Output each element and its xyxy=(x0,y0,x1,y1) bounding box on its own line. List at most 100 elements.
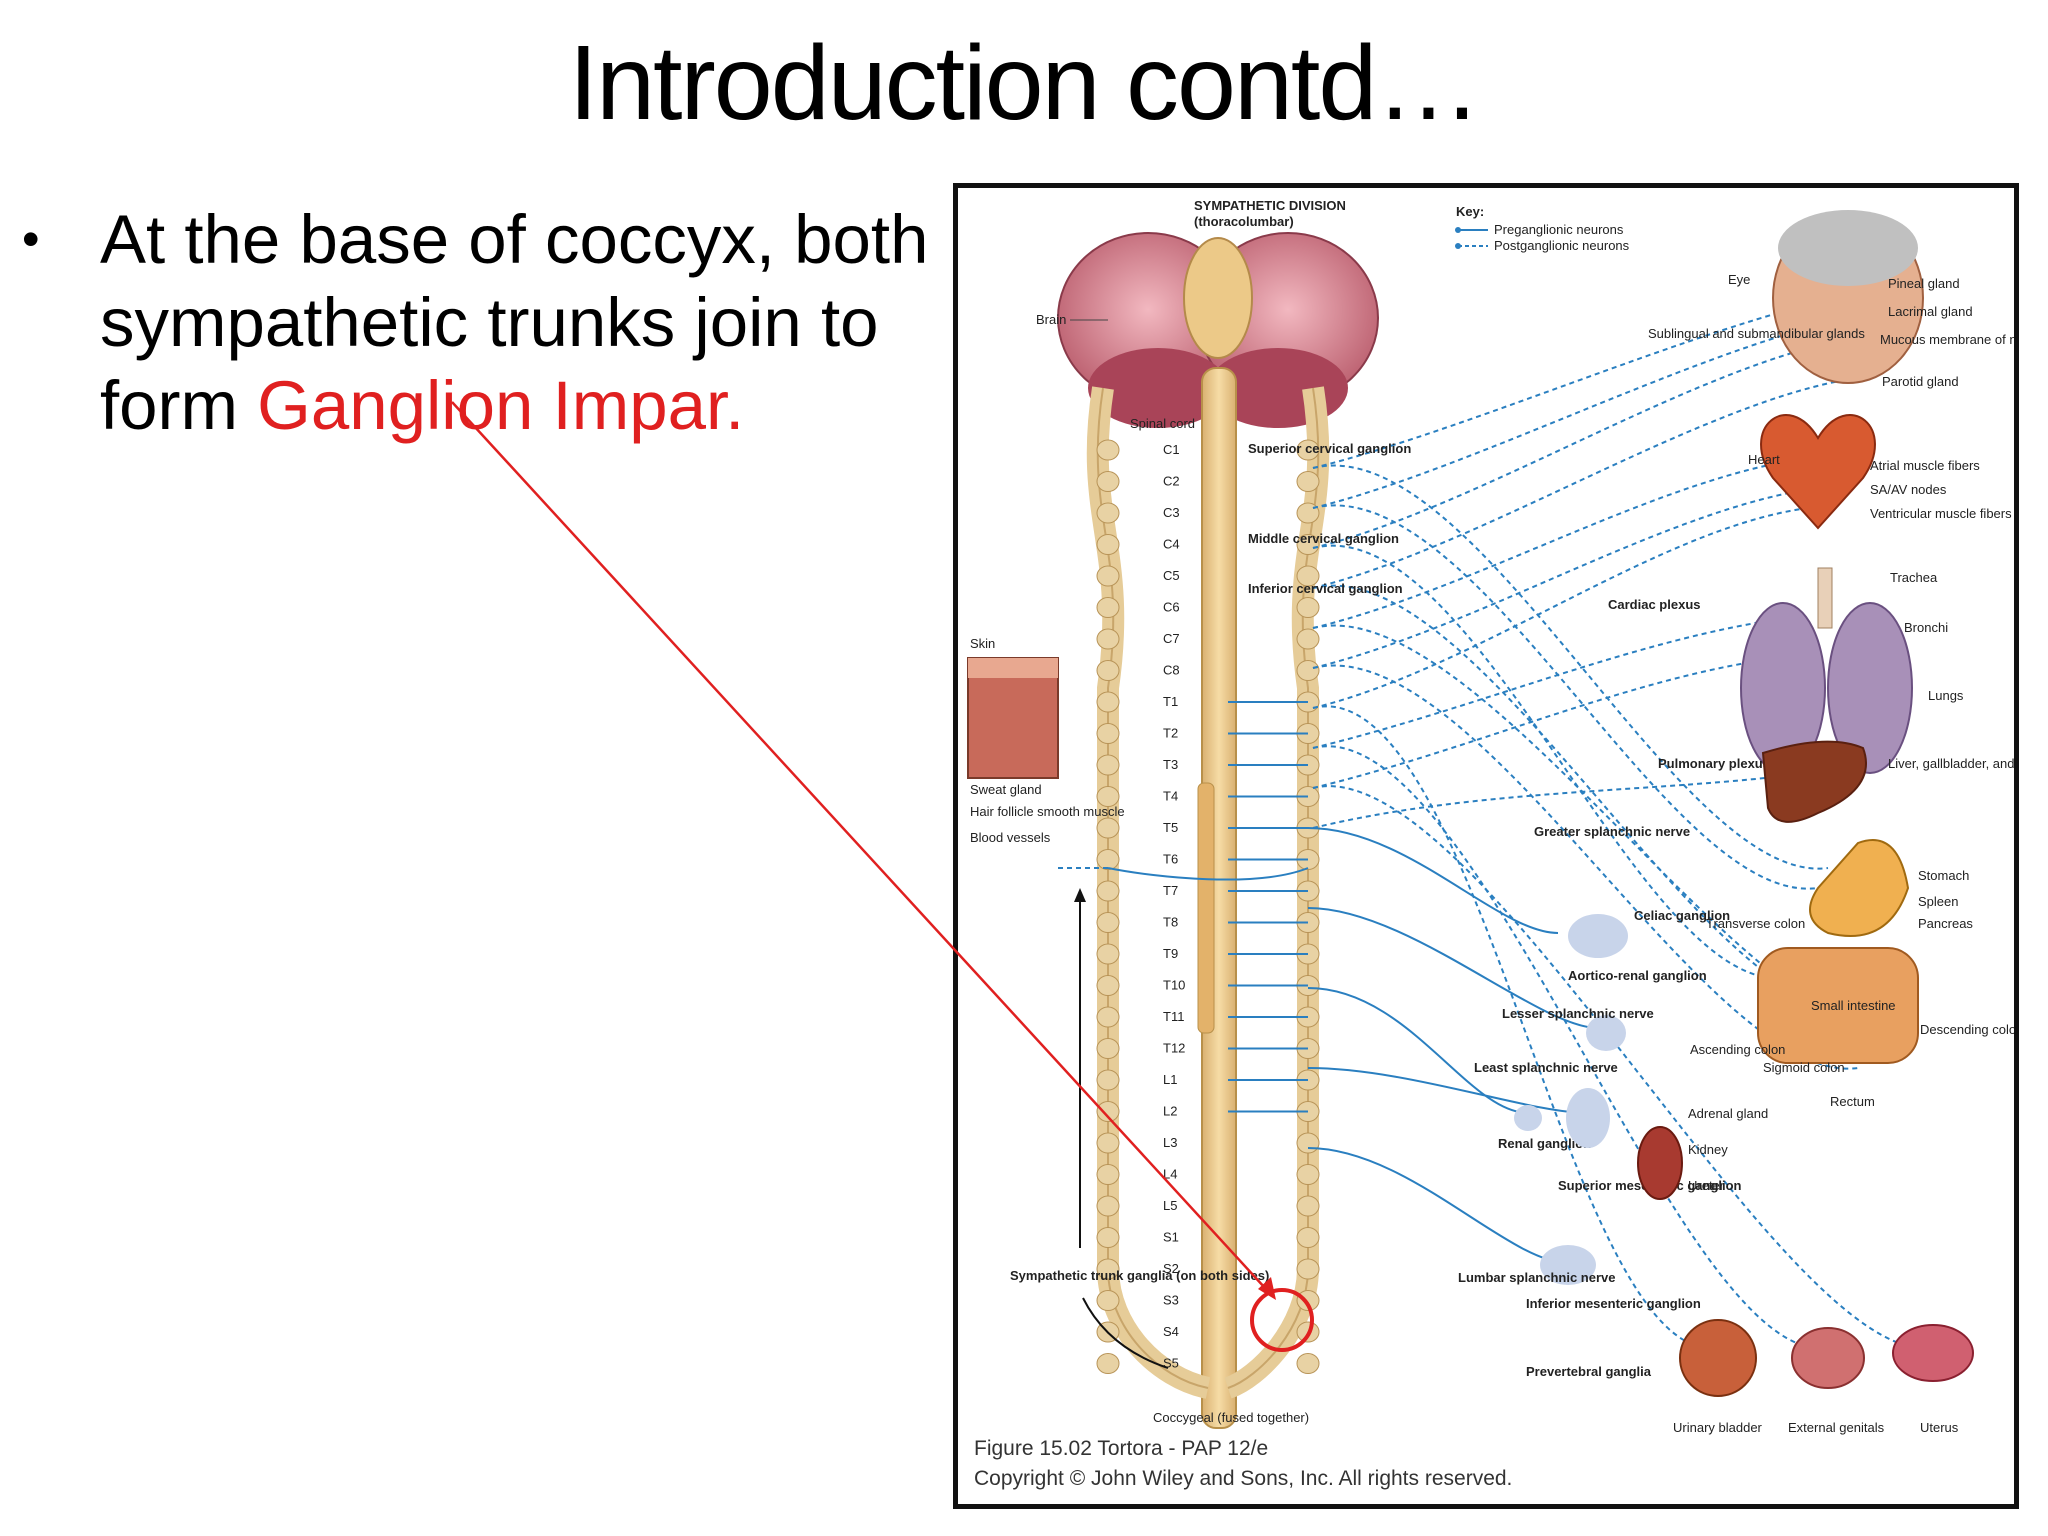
genitals-illustration xyxy=(1791,1327,1865,1389)
postganglionic-5 xyxy=(1312,487,1819,669)
trunk-ganglion-right-s1 xyxy=(1296,1227,1320,1248)
segment-label-c3: C3 xyxy=(1163,505,1180,520)
segment-label-l2: L2 xyxy=(1163,1104,1177,1119)
label-transverse-colon: Transverse colon xyxy=(1706,916,1805,931)
label-superior-cervical: Superior cervical ganglion xyxy=(1248,441,1411,456)
trunk-ganglion-right-c1 xyxy=(1296,439,1320,461)
segment-label-t10: T10 xyxy=(1163,978,1185,993)
figure-key: Key: Preganglionic neurons Postganglioni… xyxy=(1455,204,1630,253)
label-sweat-gland: Sweat gland xyxy=(970,782,1042,797)
label-heart: Heart xyxy=(1748,452,1780,467)
arrow-to-ganglia xyxy=(1082,1297,1169,1369)
skin-illustration xyxy=(967,657,1059,779)
postganglionic-7 xyxy=(1312,617,1789,749)
key-title: Key: xyxy=(1456,204,1484,219)
splanchnic-1 xyxy=(1307,907,1599,1029)
bullet-text: At the base of coccyx, both sympathetic … xyxy=(100,198,960,447)
label-adrenal: Adrenal gland xyxy=(1688,1106,1768,1121)
label-brain: Brain xyxy=(1036,312,1066,327)
segment-label-t9: T9 xyxy=(1163,946,1178,961)
segment-label-s3: S3 xyxy=(1163,1293,1179,1308)
arrowhead-up-trunk xyxy=(1074,888,1086,902)
lungs-illustration xyxy=(1740,567,1913,774)
figure-heading: SYMPATHETIC DIVISION xyxy=(1194,198,1346,213)
trunk-ganglion-right-c4 xyxy=(1296,534,1320,555)
label-coccygeal: Coccygeal (fused together) xyxy=(1153,1410,1309,1425)
postganglionic-18 xyxy=(1312,785,1934,1350)
segment-label-c7: C7 xyxy=(1163,631,1180,646)
segment-label-t2: T2 xyxy=(1163,726,1178,741)
trunk-ganglion-left-l2 xyxy=(1096,1101,1120,1122)
trunk-ganglion-left-c7 xyxy=(1096,628,1120,650)
label-kidney: Kidney xyxy=(1688,1142,1728,1157)
trunk-ganglion-right-c2 xyxy=(1296,471,1320,492)
label-atrial: Atrial muscle fibers xyxy=(1870,458,1980,473)
trunk-ganglion-right-s5 xyxy=(1296,1353,1320,1374)
label-sympathetic-trunk-ganglia: Sympathetic trunk ganglia (on both sides… xyxy=(1010,1268,1269,1283)
trunk-ganglion-left-l3 xyxy=(1096,1132,1120,1154)
trunk-ganglion-left-t6 xyxy=(1096,849,1120,870)
label-hair-follicle: Hair follicle smooth muscle xyxy=(970,804,1125,819)
slide-title: Introduction contd… xyxy=(568,24,1482,142)
trunk-ganglion-left-t2 xyxy=(1096,723,1120,744)
segment-label-c5: C5 xyxy=(1163,568,1180,583)
trunk-ganglion-right-c5 xyxy=(1296,565,1320,587)
trunk-ganglion-left-l4 xyxy=(1096,1164,1120,1185)
trunk-ganglion-left-s1 xyxy=(1096,1227,1120,1248)
caption-line-1: Figure 15.02 Tortora - PAP 12/e xyxy=(974,1437,1269,1460)
trunk-ganglion-left-c3 xyxy=(1096,502,1120,524)
figure-subheading: (thoracolumbar) xyxy=(1194,214,1294,229)
trunk-ganglion-right-s2 xyxy=(1296,1258,1320,1280)
caption-line-2: Copyright © John Wiley and Sons, Inc. Al… xyxy=(974,1467,1513,1490)
label-blood-vessels: Blood vessels xyxy=(970,830,1051,845)
label-ureter: Ureter xyxy=(1688,1178,1725,1193)
label-inferior-mesenteric: Inferior mesenteric ganglion xyxy=(1526,1296,1701,1311)
label-eye: Eye xyxy=(1728,272,1750,287)
splanchnic-4 xyxy=(1307,1147,1569,1264)
figure-caption: Figure 15.02 Tortora - PAP 12/e Copyrigh… xyxy=(974,1434,1512,1494)
label-renal-ganglion: Renal ganglion xyxy=(1498,1136,1591,1151)
label-spinal-cord: Spinal cord xyxy=(1130,416,1195,431)
trunk-ganglion-left-c2 xyxy=(1096,471,1120,492)
segment-label-c1: C1 xyxy=(1163,442,1180,457)
segment-label-t5: T5 xyxy=(1163,820,1178,835)
label-ascending-colon: Ascending colon xyxy=(1690,1042,1785,1057)
splanchnic-3 xyxy=(1307,1067,1589,1114)
label-aorticorenal: Aortico-renal ganglion xyxy=(1568,968,1707,983)
key-pre-dot xyxy=(1455,227,1461,233)
label-least-splanchnic: Least splanchnic nerve xyxy=(1474,1060,1618,1075)
label-ventricular: Ventricular muscle fibers xyxy=(1870,506,2012,521)
label-small-intestine: Small intestine xyxy=(1811,998,1896,1013)
segment-label-l5: L5 xyxy=(1163,1198,1177,1213)
postganglionic-9 xyxy=(1312,772,1809,829)
trunk-ganglion-right-s3 xyxy=(1296,1290,1320,1311)
postganglionic-12 xyxy=(1312,544,1789,980)
postganglionic-6 xyxy=(1312,507,1809,709)
segment-label-l4: L4 xyxy=(1163,1167,1177,1182)
label-pineal: Pineal gland xyxy=(1888,276,1960,291)
key-post-dot xyxy=(1455,243,1461,249)
key-post-label: Postganglionic neurons xyxy=(1494,238,1630,253)
lateral-horn xyxy=(1197,782,1215,1034)
head-illustration xyxy=(1772,210,1924,384)
trunk-ganglion-left-t12 xyxy=(1096,1038,1120,1059)
renal-ganglion-shape xyxy=(1514,1105,1542,1131)
label-pulmonary-plexus: Pulmonary plexus xyxy=(1658,756,1770,771)
postganglionic-1 xyxy=(1312,312,1879,509)
trunk-ganglion-right-c6 xyxy=(1296,597,1320,618)
label-rectum: Rectum xyxy=(1830,1094,1875,1109)
trunk-ganglion-left-t7 xyxy=(1096,880,1120,902)
celiac-ganglion-shape xyxy=(1568,914,1628,958)
label-lesser-splanchnic: Lesser splanchnic nerve xyxy=(1502,1006,1654,1021)
label-urinary-bladder: Urinary bladder xyxy=(1673,1420,1763,1435)
trunk-ganglion-left-c8 xyxy=(1096,660,1120,681)
label-external-genitals: External genitals xyxy=(1788,1420,1885,1435)
label-lungs: Lungs xyxy=(1928,688,1964,703)
segment-label-l1: L1 xyxy=(1163,1072,1177,1087)
segment-label-s5: S5 xyxy=(1163,1356,1179,1371)
trunk-ganglion-right-s4 xyxy=(1296,1321,1320,1343)
postganglionic-11 xyxy=(1312,504,1819,890)
label-pancreas: Pancreas xyxy=(1918,916,1973,931)
segment-label-t6: T6 xyxy=(1163,852,1178,867)
